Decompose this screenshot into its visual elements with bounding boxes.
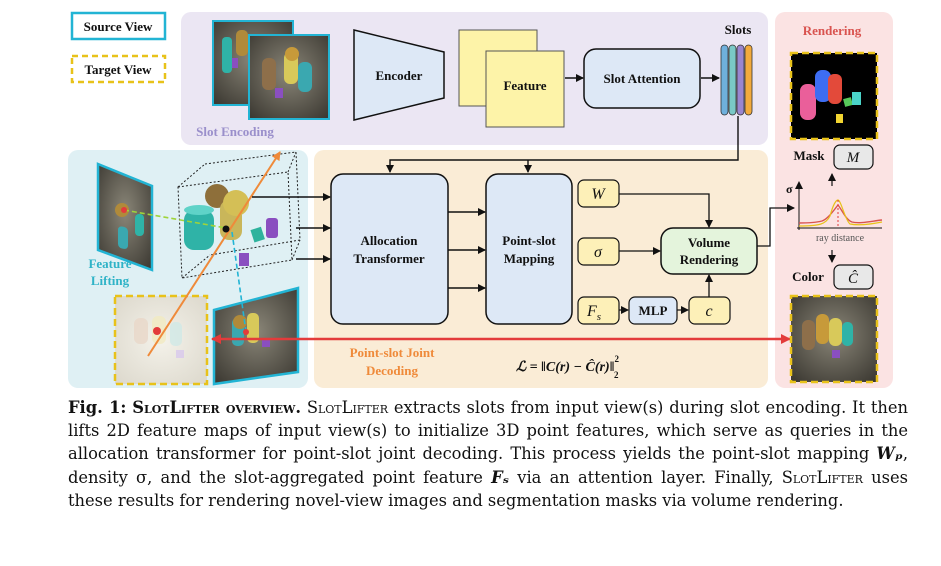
encoder-block: [353, 29, 445, 121]
fs-symbol: Fs: [586, 303, 601, 323]
rendered-mask-image: [789, 51, 879, 141]
allocation-transformer-block: [330, 173, 449, 325]
volume-to-rendering-arrow: [757, 204, 795, 247]
sample-point: [222, 225, 230, 233]
point-slot-mapping-label-2: Mapping: [504, 251, 555, 266]
sigma-axis-label: σ: [786, 182, 793, 196]
mask-symbol: M: [846, 150, 861, 166]
feature-lifting-label-1: Feature: [88, 256, 131, 271]
feature-sheet-front: [485, 50, 565, 128]
3d-point-volume: [177, 151, 301, 279]
mask-label: Mask: [793, 148, 825, 163]
slot-encoding-label: Slot Encoding: [196, 124, 274, 139]
caption-line-5c: uses these results for rendering: [68, 467, 908, 510]
caption-line-4b: , density σ, and the slot-aggregated poi…: [68, 444, 908, 487]
encoder-label: Encoder: [376, 68, 423, 83]
color-chip: [833, 264, 874, 290]
rendering-title: Rendering: [803, 23, 862, 38]
slot-attention-label: Slot Attention: [604, 71, 682, 86]
mlp-label: MLP: [639, 303, 668, 318]
slots-bars: [720, 44, 753, 116]
volume-rendering-label-2: Rendering: [680, 252, 739, 267]
sigma-symbol: σ: [594, 244, 603, 261]
point-slot-decoding-label-2: Decoding: [366, 363, 419, 378]
color-label: Color: [792, 269, 824, 284]
caption-line-2: slot encoding. It then lifts 2D feature …: [68, 398, 908, 441]
overview-figure: Source View Target View Encoder Feature …: [68, 11, 893, 388]
caption-line-4a: process yields the point-slot mapping: [552, 444, 877, 464]
caption-label: Fig. 1:: [68, 398, 127, 417]
caption-wp: Wₚ: [876, 444, 903, 464]
slots-to-decoding-arrow: [386, 116, 739, 173]
source-view-legend-box: [70, 11, 167, 41]
slots-label: Slots: [725, 22, 752, 37]
target-view-legend: Target View: [84, 62, 152, 77]
sample-point-source-2: [243, 329, 249, 335]
c-symbol: c: [705, 303, 712, 320]
caption-title: SlotLifter overview.: [132, 398, 302, 417]
source-image-stack: [212, 20, 330, 120]
ray-distance-label: ray distance: [816, 233, 865, 244]
lifting-ray-green: [123, 209, 227, 229]
source-view-legend: Source View: [84, 19, 153, 34]
target-view-plane: [113, 294, 209, 386]
rendered-color-image: [789, 294, 879, 384]
allocation-transformer-label-1: Allocation: [360, 233, 418, 248]
feature-lifting-label-2: Lifting: [91, 273, 130, 288]
caption-fs: Fₛ: [491, 467, 510, 487]
caption-line-6: novel-view images and segmentation masks…: [295, 490, 844, 510]
target-view-legend-box: [70, 54, 167, 84]
w-to-volume-arrow: [619, 193, 713, 228]
caption-line-5b: via an attention layer. Finally,: [509, 467, 782, 487]
sample-point-source: [121, 207, 127, 213]
point-slot-mapping-block: [485, 173, 573, 325]
w-symbol: W: [591, 186, 606, 203]
3d-scene-objects: [184, 184, 278, 266]
lifting-ray-orange: [147, 151, 281, 357]
slot-attention-block: [583, 48, 701, 109]
feature-label: Feature: [503, 78, 546, 93]
figure-caption: Fig. 1: SlotLifter overview. SlotLifter …: [68, 396, 908, 512]
density-ray-plot: σ ray distance: [786, 181, 883, 244]
point-slot-decoding-label-1: Point-slot Joint: [350, 345, 436, 360]
color-symbol: Ĉ: [848, 270, 859, 287]
point-slot-mapping-label-1: Point-slot: [502, 233, 556, 248]
caption-line-1: extracts slots from input view(s) during: [388, 398, 725, 417]
lifting-ray-cyan: [231, 231, 247, 333]
caption-line-3: which serve as queries in the allocation…: [68, 421, 908, 464]
allocation-transformer-label-2: Transformer: [353, 251, 424, 266]
caption-line-5a: feature: [423, 467, 492, 487]
caption-name-2: SlotLifter: [781, 467, 863, 487]
mask-chip: [833, 144, 874, 170]
caption-name-1: SlotLifter: [306, 398, 389, 417]
volume-rendering-label-1: Volume: [688, 235, 730, 250]
